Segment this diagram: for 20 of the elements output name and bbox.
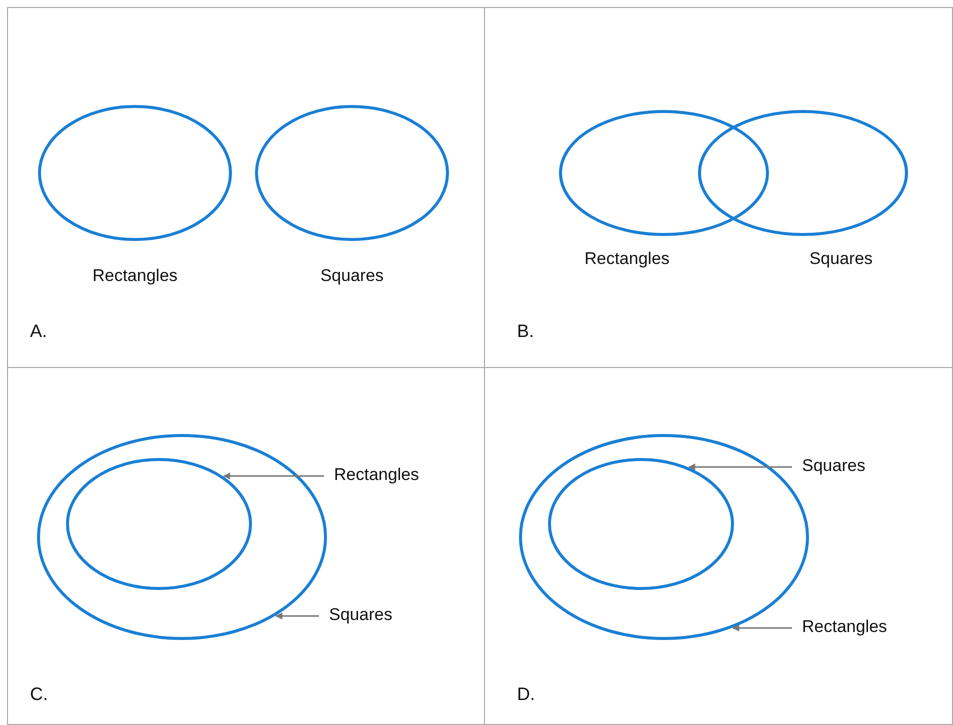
leader-arrow	[732, 624, 792, 632]
panel	[7, 7, 485, 368]
panel-letter: C.	[30, 683, 48, 706]
set-label: Squares	[320, 266, 384, 285]
leader-arrow	[688, 464, 792, 470]
set-label: Rectangles	[584, 249, 670, 268]
panel	[484, 7, 953, 368]
panel-letter: B.	[517, 320, 534, 343]
panel-letter: A.	[30, 320, 48, 343]
set-label: Squares	[802, 455, 866, 477]
panel	[7, 367, 485, 725]
set-label: Rectangles	[92, 266, 178, 285]
set-label: Rectangles	[334, 464, 420, 486]
panel	[484, 367, 953, 725]
leader-arrow	[275, 612, 319, 620]
set-label: Rectangles	[802, 616, 888, 638]
panel-letter: D.	[517, 683, 535, 706]
set-label: Squares	[809, 249, 873, 268]
set-label: Squares	[329, 604, 392, 626]
leader-arrow	[223, 472, 324, 480]
